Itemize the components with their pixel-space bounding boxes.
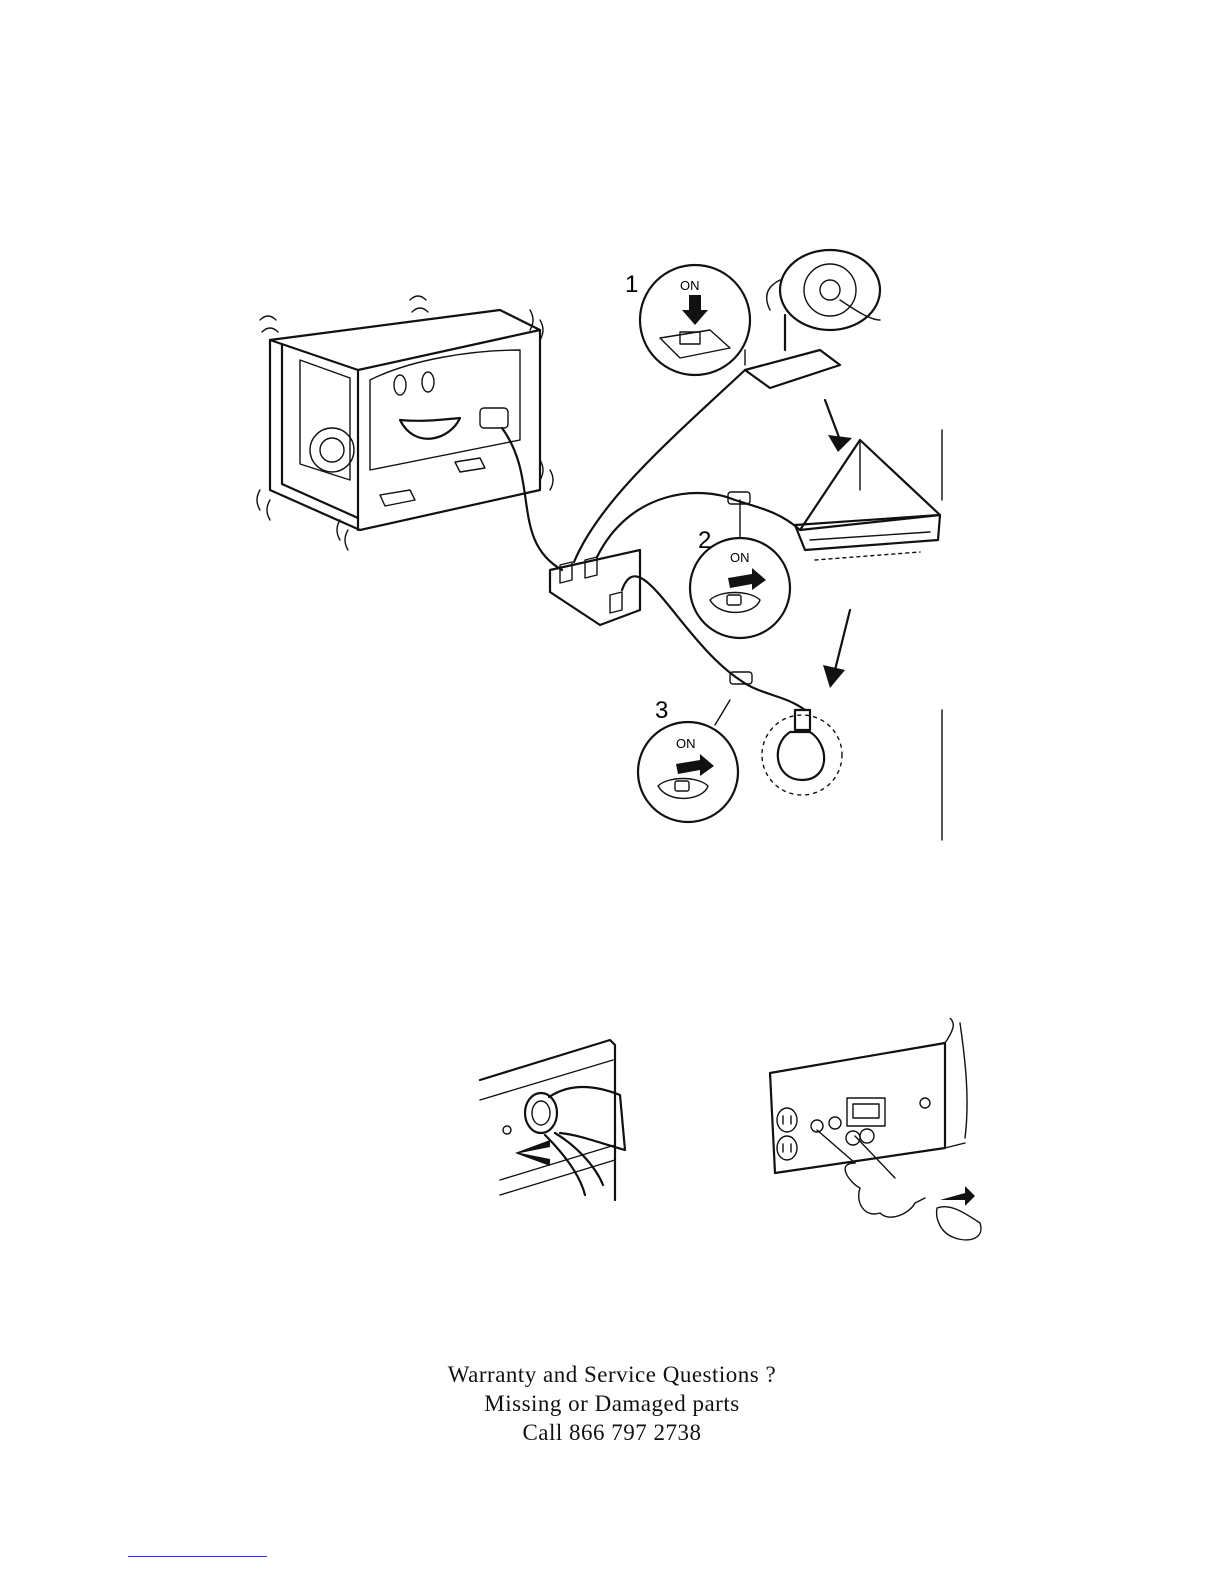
switch-on-label: ON <box>680 278 700 293</box>
down-arrow-icon <box>823 610 850 688</box>
press-arrow-icon <box>940 1186 975 1206</box>
cable-generator-to-strip <box>502 428 562 570</box>
support-phone-text: Call 866 797 2738 <box>0 1418 1224 1447</box>
press-arrow-icon <box>682 295 708 325</box>
heater-icon <box>795 440 940 560</box>
cable-strip-to-lamp <box>622 576 805 710</box>
missing-parts-text: Missing or Damaged parts <box>0 1389 1224 1418</box>
footnote-rule <box>128 1556 267 1557</box>
step-3-callout: 3 ON <box>638 672 752 822</box>
insert-arrow-icon <box>515 1140 550 1166</box>
fan-icon <box>745 250 880 388</box>
generator-icon <box>257 296 553 550</box>
light-bulb-icon <box>762 710 842 795</box>
down-arrow-icon <box>825 400 852 452</box>
warranty-questions-text: Warranty and Service Questions ? <box>0 1360 1224 1389</box>
step-3-label: 3 <box>655 697 668 724</box>
step-1-callout: 1 ON <box>625 265 750 375</box>
slide-arrow-icon <box>728 568 766 590</box>
cable-strip-to-fan <box>574 370 745 562</box>
step-1-label: 1 <box>625 271 638 298</box>
generator-connection-illustration: 1 ON 2 ON 3 ON <box>240 240 960 850</box>
support-footer: Warranty and Service Questions ? Missing… <box>0 1360 1224 1447</box>
switch-on-label: ON <box>730 550 750 565</box>
step-2-label: 2 <box>698 527 711 554</box>
control-panel-illustration <box>765 1018 990 1248</box>
plug-insertion-illustration <box>475 1025 665 1205</box>
power-strip-icon <box>550 550 640 625</box>
slide-arrow-icon <box>676 754 714 776</box>
switch-on-label: ON <box>676 736 696 751</box>
